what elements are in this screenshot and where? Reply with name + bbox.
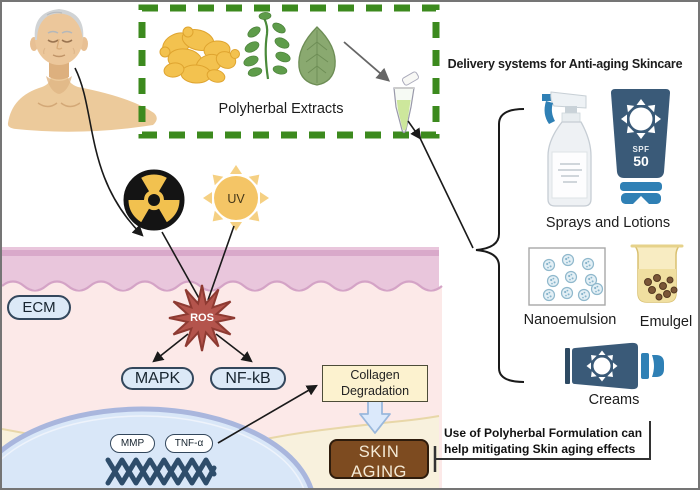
collagen-to-skinaging-arrow xyxy=(359,400,391,434)
ros-starburst xyxy=(168,284,236,352)
mitigation-note-line1: Use of Polyherbal Formulation can xyxy=(444,426,643,440)
spf-value: 50 xyxy=(633,153,649,169)
dna-icon xyxy=(105,457,217,486)
nanoemulsion-label: Nanoemulsion xyxy=(523,312,617,328)
tnf-pill: TNF-α xyxy=(165,434,213,453)
ginger-root-icon xyxy=(159,26,240,84)
spray-bottle-icon xyxy=(542,91,592,207)
creams-label: Creams xyxy=(588,392,640,408)
note-bracket-line xyxy=(435,421,651,460)
sunscreen-tube-icon xyxy=(611,89,670,204)
sprays-lotions-label: Sprays and Lotions xyxy=(545,215,671,231)
tube-to-brace-line xyxy=(419,137,474,249)
uv-to-ros-arrow xyxy=(207,225,235,301)
ros-to-mapk-arrow xyxy=(152,333,189,363)
cell-to-collagen-arrow xyxy=(217,384,318,444)
delivery-brace xyxy=(475,108,525,383)
delivery-title: Delivery systems for Anti-aging Skincare xyxy=(447,57,683,71)
mitigation-note-line2: help mitigating Skin aging effects xyxy=(444,441,636,456)
person-to-skin-arrow xyxy=(74,67,144,237)
radiation-to-ros-arrow xyxy=(161,231,201,301)
cell-nucleus xyxy=(2,406,314,488)
nfkb-pill: NF-kB xyxy=(210,367,286,390)
cream-tube-icon xyxy=(565,342,664,390)
tube-to-brace-arrow xyxy=(407,120,422,140)
extract-box-border xyxy=(138,4,440,139)
skin-aging-box: SKIN AGING xyxy=(329,439,429,481)
uv-label: UV xyxy=(227,192,245,206)
mmp-pill: MMP xyxy=(110,434,155,453)
herb-branch-icon xyxy=(243,12,291,80)
uv-sun-icon xyxy=(203,165,269,231)
ecm-pill: ECM xyxy=(7,295,71,320)
ros-label: ROS xyxy=(190,312,214,324)
radiation-hazard-icon xyxy=(123,169,185,231)
spf-label: SPF xyxy=(632,145,650,154)
emulgel-label: Emulgel xyxy=(639,314,693,330)
extract-box-label: Polyherbal Extracts xyxy=(218,101,344,117)
leaf-to-tube-arrow xyxy=(343,41,391,82)
aged-person-illustration xyxy=(7,9,157,132)
mapk-pill: MAPK xyxy=(121,367,194,390)
nanoemulsion-droplets-icon xyxy=(528,247,606,306)
ros-to-nfkb-arrow xyxy=(215,333,253,363)
extract-tube-icon xyxy=(393,71,419,134)
emulgel-beaker-icon xyxy=(630,244,684,303)
leaf-icon xyxy=(298,26,336,86)
mitigation-note: Use of Polyherbal Formulation can help m… xyxy=(444,426,642,457)
collagen-degradation-box: Collagen Degradation xyxy=(322,365,428,402)
